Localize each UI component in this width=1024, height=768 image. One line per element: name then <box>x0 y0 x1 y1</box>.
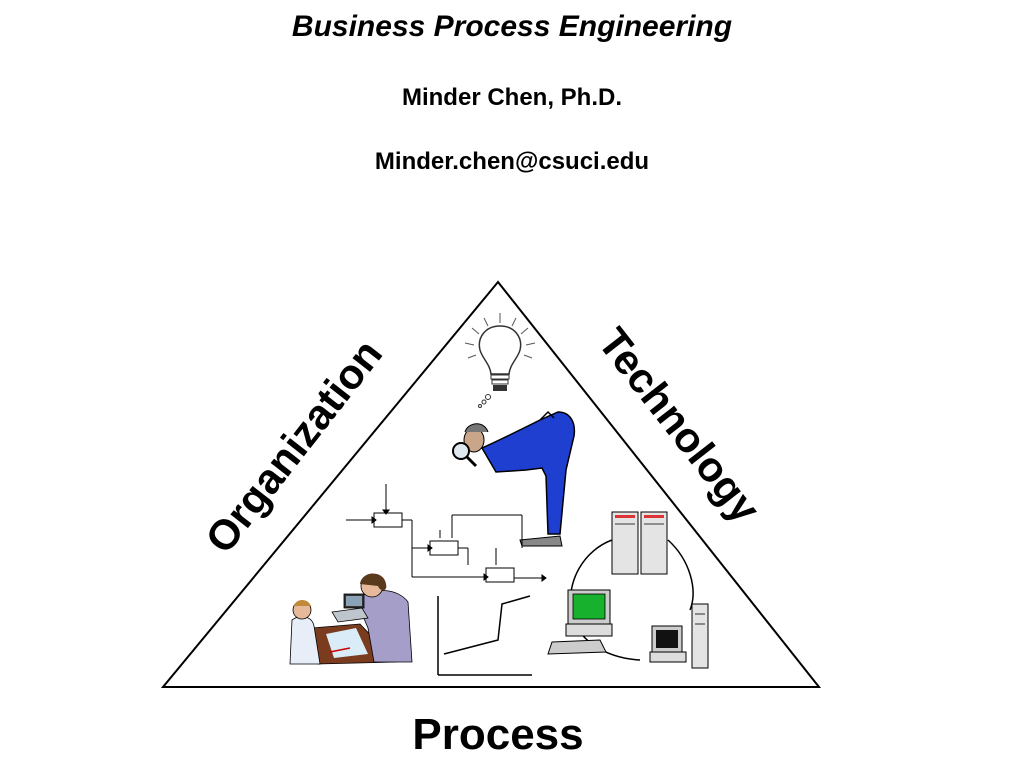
process-flowchart-icon <box>346 484 547 583</box>
technology-label: Technology <box>589 319 770 532</box>
computer-network-icon <box>547 511 709 669</box>
magnifier-man-icon <box>452 410 576 547</box>
slide-title: Business Process Engineering <box>291 10 733 43</box>
author-name: Minder Chen, Ph.D. <box>401 84 622 111</box>
lightbulb-icon <box>464 313 536 408</box>
triangle-outline <box>160 280 822 688</box>
meeting-people-icon <box>289 573 413 665</box>
author-email: Minder.chen@csuci.edu <box>374 148 650 175</box>
process-label: Process <box>412 710 583 759</box>
line-graph-icon <box>437 595 532 676</box>
